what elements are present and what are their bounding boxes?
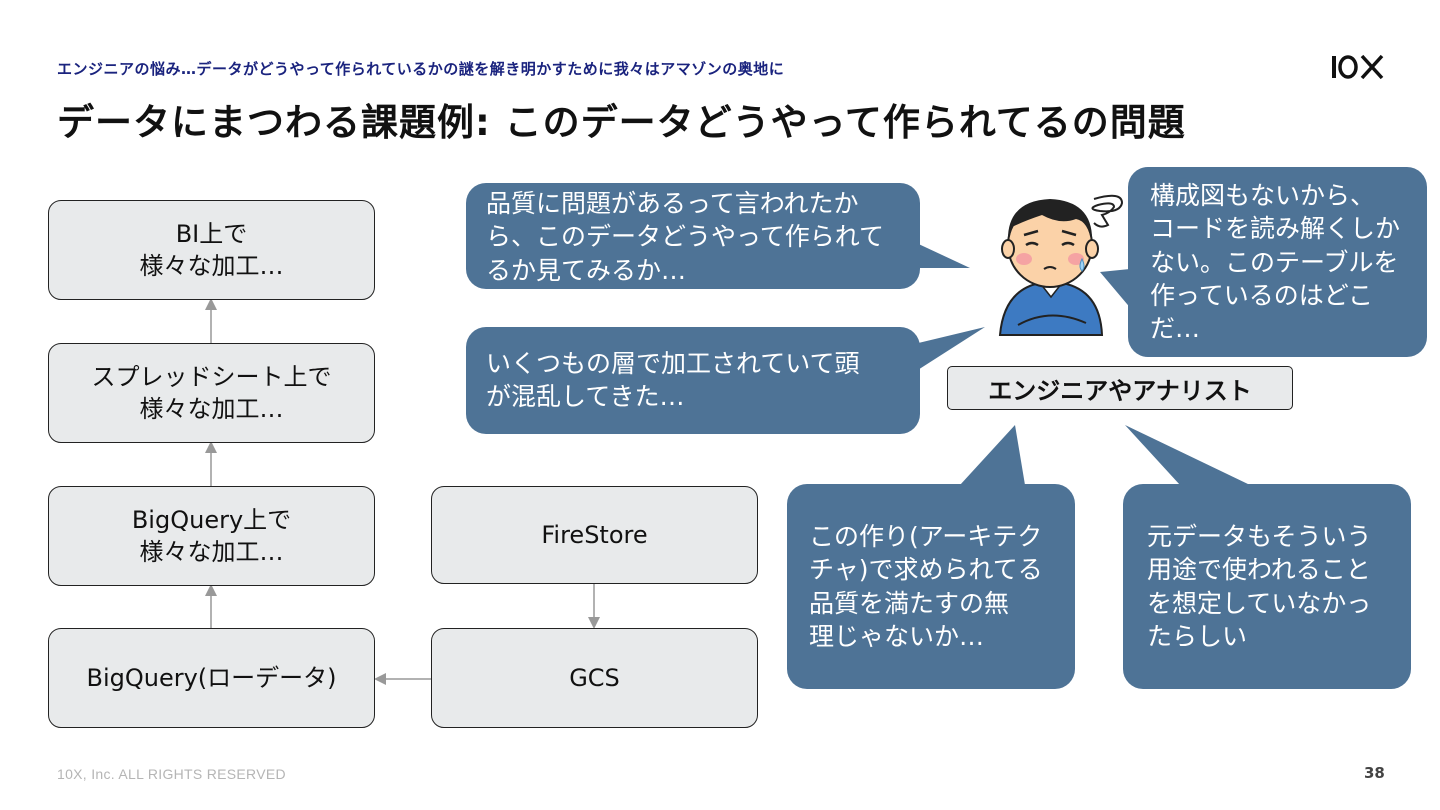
bigquery-raw-box: BigQuery(ローデータ) <box>48 628 375 728</box>
gcs-box: GCS <box>431 628 758 728</box>
worried-engineer-illustration <box>998 194 1124 336</box>
spreadsheet-processing-box: スプレッドシート上で 様々な加工… <box>48 343 375 443</box>
copyright-footer: 10X, Inc. ALL RIGHTS RESERVED <box>57 766 286 782</box>
bigquery-processing-box: BigQuery上で 様々な加工… <box>48 486 375 586</box>
firestore-box: FireStore <box>431 486 758 584</box>
page-number: 38 <box>1364 764 1385 782</box>
layers-speech-bubble: いくつもの層で加工されていて頭 が混乱してきた… <box>466 327 920 434</box>
architecture-speech-bubble: この作り(アーキテク チャ)で求められてる 品質を満たすの無 理じゃないか… <box>787 484 1075 689</box>
bi-processing-box: BI上で 様々な加工… <box>48 200 375 300</box>
10x-logo <box>1332 54 1384 80</box>
engineer-analyst-label: エンジニアやアナリスト <box>947 366 1293 410</box>
slide-title: データにまつわる課題例: このデータどうやって作られてるの問題 <box>57 101 1186 144</box>
slide-subtitle: エンジニアの悩み…データがどうやって作られているかの謎を解き明かすために我々はア… <box>57 60 785 78</box>
quality-speech-bubble: 品質に問題があるって言われたか ら、このデータどうやって作られて るか見てみるか… <box>466 183 920 289</box>
diagram-speech-bubble: 構成図もないから、 コードを読み解くしか ない。このテーブルを 作っているのはど… <box>1128 167 1427 357</box>
source-data-speech-bubble: 元データもそういう 用途で使われること を想定していなかっ たらしい <box>1123 484 1411 689</box>
